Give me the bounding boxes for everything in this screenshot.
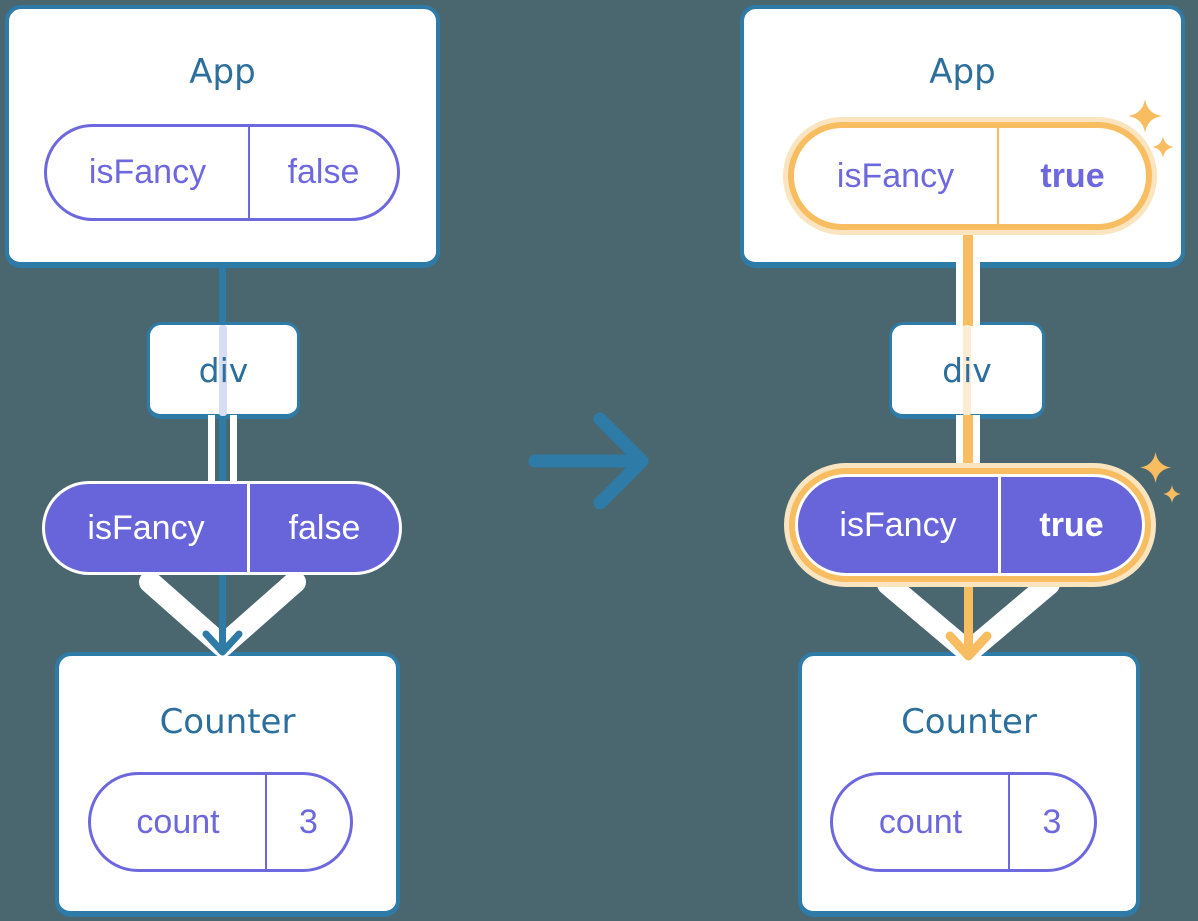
props-connector-app-to-div bbox=[956, 234, 980, 326]
app-prop-pill: isFancy false bbox=[44, 124, 400, 221]
right-arrow-icon bbox=[528, 412, 649, 510]
passed-prop-pill-highlighted: isFancy true bbox=[795, 474, 1145, 576]
prop-name-cell: isFancy bbox=[45, 484, 250, 572]
div-label: div bbox=[942, 351, 992, 390]
app-title: App bbox=[189, 52, 256, 92]
div-label: div bbox=[198, 351, 249, 390]
sparkle-icon bbox=[1140, 452, 1171, 483]
state-name-cell: count bbox=[833, 775, 1010, 869]
props-connector-div-to-pill bbox=[956, 415, 980, 465]
app-title: App bbox=[929, 52, 996, 92]
props-connector-div-to-pill bbox=[208, 415, 237, 483]
state-value-cell: 3 bbox=[299, 802, 318, 841]
edge-app-to-div bbox=[219, 262, 226, 324]
prop-name-cell: isFancy bbox=[47, 127, 250, 218]
counter-component-card bbox=[55, 652, 400, 917]
counter-title: Counter bbox=[901, 702, 1037, 742]
counter-title: Counter bbox=[159, 702, 296, 742]
prop-name-cell: isFancy bbox=[794, 128, 999, 224]
state-value-cell: 3 bbox=[1042, 802, 1062, 841]
prop-value-cell: true bbox=[1040, 156, 1105, 195]
down-arrow-icon bbox=[877, 572, 1060, 663]
div-passthrough-line bbox=[219, 325, 227, 416]
prop-value-cell: false bbox=[287, 153, 360, 191]
sparkle-icon bbox=[1163, 485, 1181, 503]
passed-prop-pill: isFancy false bbox=[42, 481, 402, 575]
div-passthrough-line bbox=[963, 325, 971, 416]
prop-value-cell: false bbox=[288, 508, 361, 547]
prop-value-cell: true bbox=[1039, 505, 1104, 544]
state-name-cell: count bbox=[91, 775, 267, 869]
sparkle-icon bbox=[1152, 136, 1174, 158]
sparkle-icon bbox=[1128, 99, 1162, 133]
state-pill: count 3 bbox=[88, 772, 353, 872]
prop-name-cell: isFancy bbox=[798, 477, 1001, 573]
app-prop-pill-highlighted: isFancy true bbox=[788, 122, 1152, 230]
state-pill: count 3 bbox=[830, 772, 1097, 872]
down-arrow-icon bbox=[139, 568, 306, 657]
